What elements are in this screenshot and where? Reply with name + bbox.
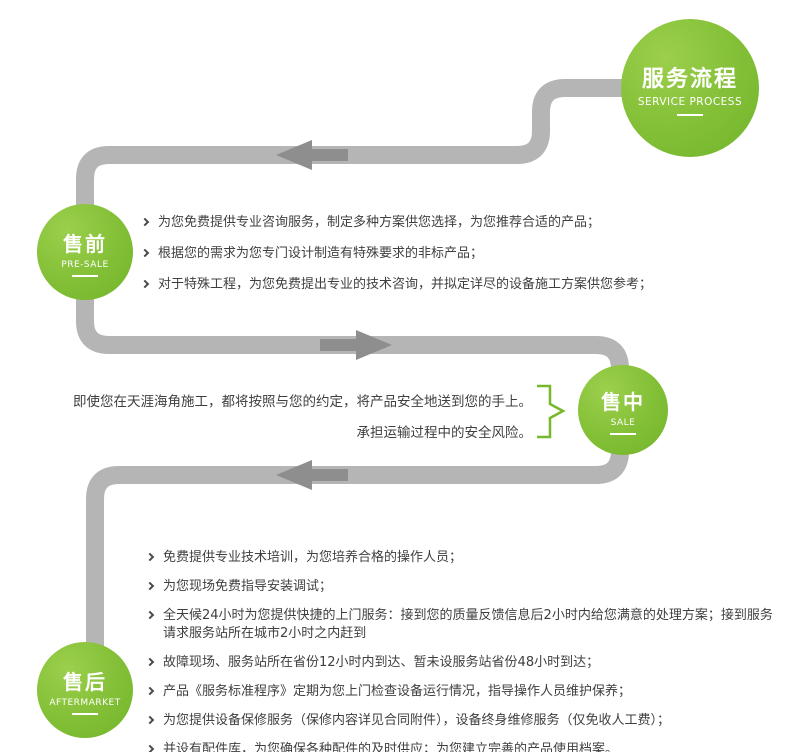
chevron-right-icon (145, 744, 155, 752)
list-item: 并设有配件库，为您确保各种配件的及时供应；为您建立完善的产品使用档案。 (145, 741, 775, 752)
sale-underline (610, 432, 636, 435)
arrow-left-top-icon (276, 140, 348, 170)
chevron-right-icon (140, 217, 150, 227)
badge-title: 服务流程 (641, 66, 738, 92)
sale-subtitle: SALE (610, 417, 636, 428)
list-item: 免费提供专业技术培训，为您培养合格的操作人员； (145, 549, 775, 567)
after-sale-subtitle: AFTERMARKET (49, 697, 121, 708)
list-item: 对于特殊工程，为您免费提出专业的技术咨询，并拟定详尽的设备施工方案供您参考； (140, 276, 774, 294)
sale-line: 承担运输过程中的安全风险。 (356, 425, 533, 441)
list-item: 为您免费提供专业咨询服务，制定多种方案供您选择，为您推荐合适的产品； (140, 214, 774, 232)
chevron-right-icon (145, 581, 155, 591)
after-sale-item-text: 免费提供专业技术培训，为您培养合格的操作人员； (163, 550, 463, 565)
after-sale-item-text: 故障现场、服务站所在省份12小时内到达、暂未设服务站省份48小时到达； (163, 655, 600, 670)
badge-subtitle: SERVICE PROCESS (637, 95, 743, 108)
arrow-right-middle-icon (320, 330, 392, 360)
chevron-right-icon (145, 715, 155, 725)
pre-sale-item-text: 根据您的需求为您专门设计制造有特殊要求的非标产品； (158, 246, 484, 261)
badge-underline (677, 113, 703, 116)
after-sale-item-text: 为您提供设备保修服务（保修内容详见合同附件），设备终身维修服务（仅免收人工费）； (163, 713, 671, 728)
chevron-right-icon (140, 248, 150, 258)
list-item: 产品《服务标准程序》定期为您上门检查设备运行情况，指导操作人员维护保养； (145, 683, 775, 701)
chevron-right-icon (140, 279, 150, 289)
list-item: 根据您的需求为您专门设计制造有特殊要求的非标产品； (140, 245, 774, 263)
after-sale-underline (72, 712, 98, 715)
pre-sale-item-text: 对于特殊工程，为您免费提出专业的技术咨询，并拟定详尽的设备施工方案供您参考； (158, 277, 653, 292)
after-sale-item-text: 全天候24小时为您提供快捷的上门服务：接到您的质量反馈信息后2小时内给您满意的处… (163, 608, 773, 641)
chevron-right-icon (145, 552, 155, 562)
sale-description: 即使您在天涯海角施工，都将按照与您的约定，将产品安全地送到您的手上。 承担运输过… (60, 387, 532, 449)
stage-circle-pre-sale: 售前 PRE-SALE (37, 204, 133, 300)
chevron-right-icon (145, 610, 155, 620)
sale-title: 售中 (601, 389, 645, 414)
pre-sale-underline (72, 274, 98, 277)
list-item: 为您现场免费指导安装调试； (145, 578, 775, 596)
after-sale-item-text: 产品《服务标准程序》定期为您上门检查设备运行情况，指导操作人员维护保养； (163, 684, 632, 699)
list-item: 全天候24小时为您提供快捷的上门服务：接到您的质量反馈信息后2小时内给您满意的处… (145, 607, 775, 643)
chevron-right-icon (145, 657, 155, 667)
list-item: 为您提供设备保修服务（保修内容详见合同附件），设备终身维修服务（仅免收人工费）； (145, 712, 775, 730)
after-sale-item-text: 并设有配件库，为您确保各种配件的及时供应；为您建立完善的产品使用档案。 (163, 742, 619, 752)
arrow-left-bottom-icon (276, 460, 348, 490)
sale-line: 即使您在天涯海角施工，都将按照与您的约定，将产品安全地送到您的手上。 (73, 394, 532, 410)
stage-circle-after-sale: 售后 AFTERMARKET (37, 642, 133, 738)
sale-bracket-icon (537, 384, 566, 439)
pre-sale-subtitle: PRE-SALE (61, 259, 109, 270)
pre-sale-item-text: 为您免费提供专业咨询服务，制定多种方案供您选择，为您推荐合适的产品； (158, 215, 601, 230)
stage-circle-sale: 售中 SALE (578, 365, 668, 455)
after-sale-title: 售后 (63, 669, 107, 694)
pre-sale-title: 售前 (63, 231, 107, 256)
after-sale-list: 免费提供专业技术培训，为您培养合格的操作人员； 为您现场免费指导安装调试； 全天… (145, 549, 775, 752)
after-sale-item-text: 为您现场免费指导安装调试； (163, 579, 333, 594)
pre-sale-list: 为您免费提供专业咨询服务，制定多种方案供您选择，为您推荐合适的产品； 根据您的需… (140, 214, 774, 307)
service-process-badge: 服务流程 SERVICE PROCESS (621, 19, 759, 157)
list-item: 故障现场、服务站所在省份12小时内到达、暂未设服务站省份48小时到达； (145, 654, 775, 672)
chevron-right-icon (145, 686, 155, 696)
